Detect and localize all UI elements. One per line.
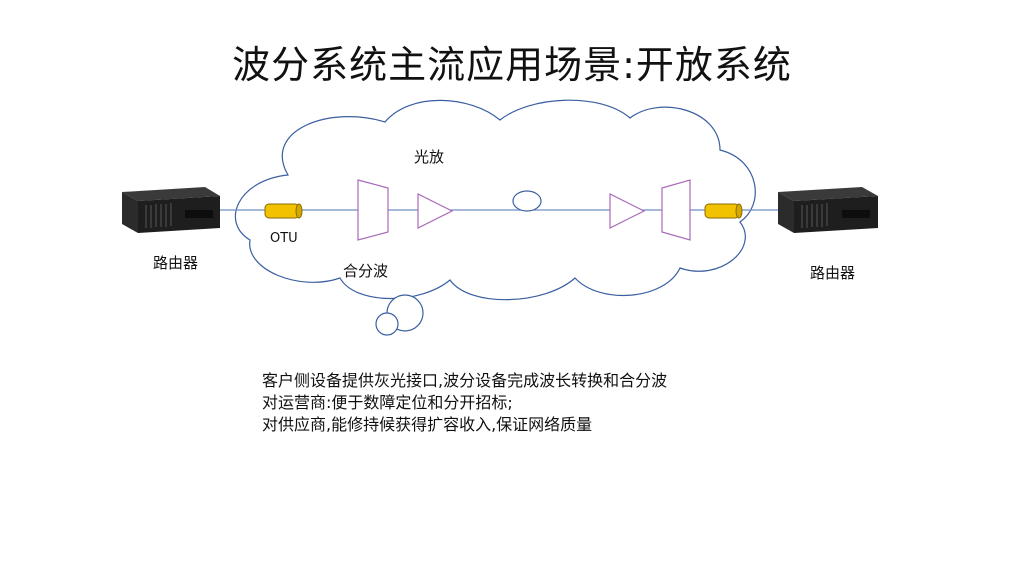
- network-cloud: [234, 99, 756, 336]
- muxdemux-label: 合分波: [343, 262, 389, 280]
- router-left: [122, 187, 220, 233]
- amplifier-left: [417, 193, 454, 229]
- demux-right: [661, 179, 691, 241]
- otu-label: OTU: [270, 231, 298, 246]
- amplifier-label: 光放: [414, 148, 445, 166]
- cloud-bubble-small: [375, 312, 399, 336]
- router-left-label: 路由器: [153, 254, 199, 272]
- otu-right: [704, 203, 743, 219]
- description-block: 客户侧设备提供灰光接口,波分设备完成波长转换和合分波 对运营商:便于数障定位和分…: [262, 370, 667, 436]
- description-line-3: 对供应商,能修持候获得扩容收入,保证网络质量: [262, 415, 593, 434]
- otu-left: [264, 203, 303, 219]
- description-line-2: 对运营商:便于数障定位和分开招标;: [262, 393, 513, 412]
- cloud-outline: [234, 99, 756, 301]
- fiber-coil: [512, 190, 542, 212]
- amplifier-right: [609, 193, 646, 229]
- mux-left: [357, 179, 389, 241]
- description-line-1: 客户侧设备提供灰光接口,波分设备完成波长转换和合分波: [262, 371, 668, 390]
- router-right: [778, 187, 878, 233]
- router-right-label: 路由器: [810, 264, 856, 282]
- page-title: 波分系统主流应用场景:开放系统: [232, 43, 792, 87]
